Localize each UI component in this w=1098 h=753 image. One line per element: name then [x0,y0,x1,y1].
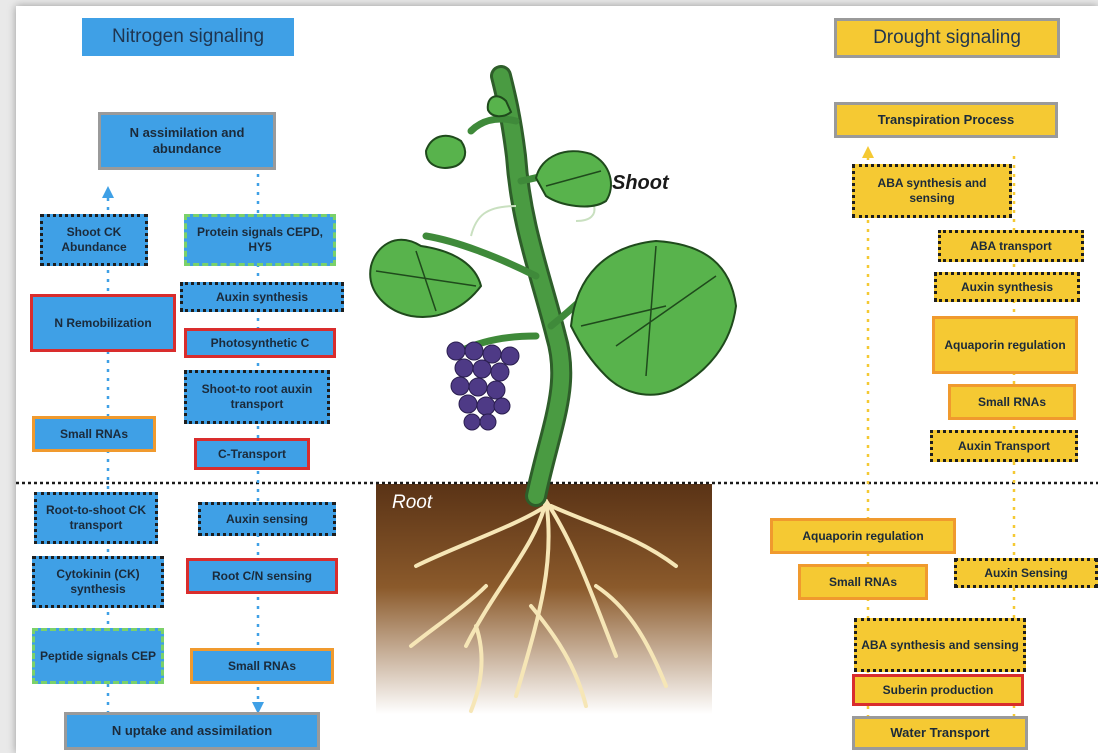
diagram-graphics [16,65,1098,718]
aquaporin-shoot-box: Aquaporin regulation [932,316,1078,374]
shoot-label: Shoot [612,172,669,194]
peptide-signals-box: Peptide signals CEP [32,628,164,684]
root-to-shoot-box: Root-to-shoot CK transport [34,492,158,544]
small-rnas-drought-root-box: Small RNAs [798,564,928,600]
aquaporin-root-box: Aquaporin regulation [770,518,956,554]
figure-panel: Nitrogen signaling Drought signaling Sho… [16,6,1098,753]
root-cn-box: Root C/N sensing [186,558,338,594]
photosynthetic-c-box: Photosynthetic C [184,328,336,358]
suberin-box: Suberin production [852,674,1024,706]
n-uptake-box: N uptake and assimilation [64,712,320,750]
water-transport-box: Water Transport [852,716,1028,750]
aba-synthesis-root-box: ABA synthesis and sensing [854,618,1026,672]
aba-transport-box: ABA transport [938,230,1084,262]
small-rnas-shoot-box: Small RNAs [32,416,156,452]
n-remobilization-box: N Remobilization [30,294,176,352]
auxin-synthesis-drought-box: Auxin synthesis [934,272,1080,302]
grape-cluster [446,341,520,431]
n-assimilation-box: N assimilation and abundance [98,112,276,170]
aba-synthesis-shoot-box: ABA synthesis and sensing [852,164,1012,218]
roots [409,499,678,713]
drought-signaling-title: Drought signaling [834,18,1060,58]
c-transport-box: C-Transport [194,438,310,470]
auxin-synthesis-box: Auxin synthesis [180,282,344,312]
protein-signals-box: Protein signals CEPD, HY5 [184,214,336,266]
small-rnas-root-box: Small RNAs [190,648,334,684]
shoot-to-root-box: Shoot-to root auxin transport [184,370,330,424]
auxin-sensing-drought-box: Auxin Sensing [954,558,1098,588]
small-rnas-drought-shoot-box: Small RNAs [948,384,1076,420]
soil-area [376,484,712,714]
ck-synthesis-box: Cytokinin (CK) synthesis [32,556,164,608]
auxin-transport-box: Auxin Transport [930,430,1078,462]
transpiration-box: Transpiration Process [834,102,1058,138]
root-label: Root [392,492,433,513]
nitrogen-signaling-title: Nitrogen signaling [82,18,294,56]
nitrogen-arrows [106,174,260,714]
shoot-ck-box: Shoot CK Abundance [40,214,148,266]
auxin-sensing-box: Auxin sensing [198,502,336,536]
